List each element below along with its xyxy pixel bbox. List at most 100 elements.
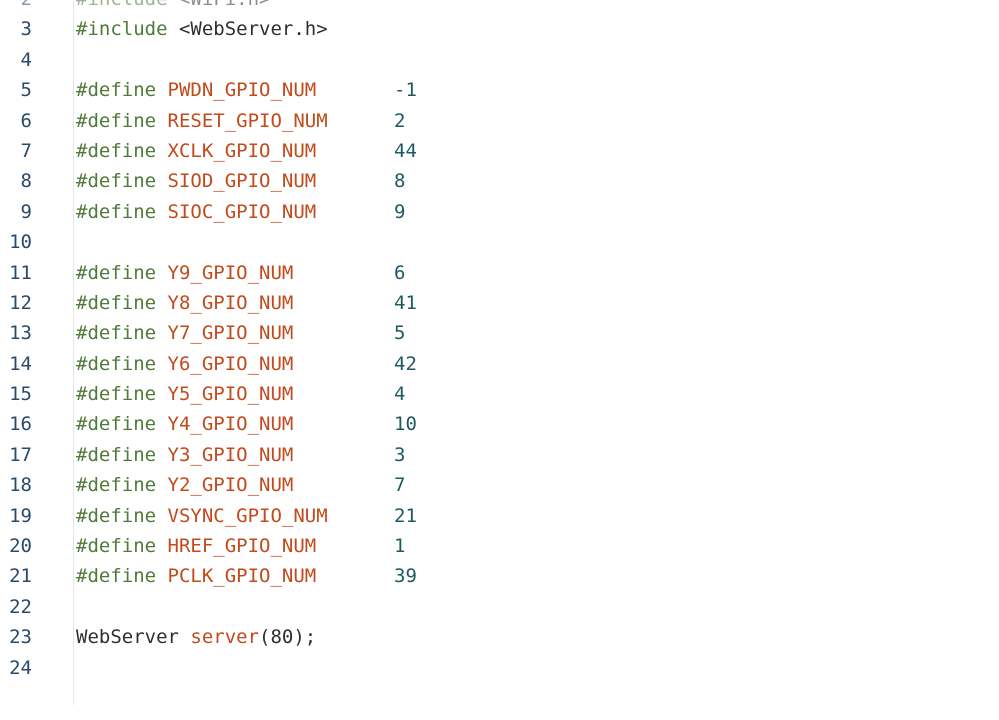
macro-name: HREF_GPIO_NUM (167, 535, 317, 558)
code-line[interactable]: 14 #define Y6_GPIO_NUM 42 (0, 349, 999, 379)
preprocessor-directive: #define (76, 504, 157, 527)
line-number: 10 (9, 231, 32, 254)
code-line[interactable]: 4 (0, 45, 999, 75)
macro-name: Y5_GPIO_NUM (167, 383, 294, 406)
preprocessor-directive: #define (76, 291, 157, 314)
preprocessor-directive: #include (76, 0, 168, 10)
macro-value: 5 (394, 322, 406, 345)
line-number: 11 (9, 261, 32, 284)
code-area[interactable]: 2 #include <WiFi.h> 3 #include <WebServer.h… (0, 0, 999, 683)
line-number: 22 (9, 595, 32, 618)
line-content: #define Y8_GPIO_NUM (76, 288, 293, 318)
preprocessor-directive: #define (76, 413, 157, 436)
preprocessor-directive: #define (76, 79, 157, 102)
macro-name: XCLK_GPIO_NUM (167, 139, 317, 162)
macro-value: 9 (394, 200, 406, 223)
code-line[interactable]: 2 #include <WiFi.h> (0, 0, 999, 14)
preprocessor-directive: #define (76, 535, 157, 558)
macro-value: 44 (394, 139, 417, 162)
line-number: 17 (9, 443, 32, 466)
preprocessor-directive: #define (76, 474, 157, 497)
line-number: 3 (20, 18, 32, 41)
line-number: 4 (20, 48, 32, 71)
line-number: 7 (20, 139, 32, 162)
line-number: 5 (20, 79, 32, 102)
include-header: <WiFi.h> (168, 0, 271, 10)
macro-name: Y3_GPIO_NUM (167, 443, 294, 466)
macro-name: Y7_GPIO_NUM (167, 322, 294, 345)
preprocessor-directive: #define (76, 352, 157, 375)
macro-name: Y6_GPIO_NUM (167, 352, 294, 375)
code-line[interactable]: 10 (0, 227, 999, 257)
macro-value: 42 (394, 352, 417, 375)
code-line[interactable]: 24 (0, 653, 999, 683)
code-line[interactable]: 19 #define VSYNC_GPIO_NUM 21 (0, 501, 999, 531)
macro-name: SIOD_GPIO_NUM (167, 170, 317, 193)
preprocessor-directive: #define (76, 139, 157, 162)
line-number: 23 (9, 626, 32, 649)
line-content: #include <WebServer.h> (76, 14, 328, 44)
macro-name: PCLK_GPIO_NUM (167, 565, 317, 588)
line-content: #define VSYNC_GPIO_NUM (76, 501, 328, 531)
macro-value: 39 (394, 565, 417, 588)
line-content: #define RESET_GPIO_NUM (76, 106, 328, 136)
line-number: 12 (9, 291, 32, 314)
line-number: 2 (0, 0, 32, 14)
code-line[interactable]: 6 #define RESET_GPIO_NUM 2 (0, 106, 999, 136)
line-number: 19 (9, 504, 32, 527)
line-number: 20 (9, 535, 32, 558)
line-number: 16 (9, 413, 32, 436)
line-number: 18 (9, 474, 32, 497)
preprocessor-directive: #define (76, 383, 157, 406)
code-line[interactable]: 7 #define XCLK_GPIO_NUM 44 (0, 136, 999, 166)
line-content: #define SIOC_GPIO_NUM (76, 197, 316, 227)
line-content: #define Y7_GPIO_NUM (76, 318, 293, 348)
preprocessor-directive: #define (76, 200, 157, 223)
line-number: 8 (20, 170, 32, 193)
code-line[interactable]: 5#define PWDN_GPIO_NUM-1 (0, 75, 999, 105)
code-line[interactable]: 9 #define SIOC_GPIO_NUM 9 (0, 197, 999, 227)
macro-name: Y4_GPIO_NUM (167, 413, 294, 436)
macro-value: 4 (394, 383, 406, 406)
line-content: #define Y2_GPIO_NUM (76, 470, 293, 500)
variable-name: server (190, 626, 260, 649)
code-line[interactable]: 22 (0, 592, 999, 622)
code-line[interactable]: 3 #include <WebServer.h> (0, 14, 999, 44)
line-content: #define Y6_GPIO_NUM (76, 349, 293, 379)
macro-value: 21 (394, 504, 417, 527)
macro-name: PWDN_GPIO_NUM (167, 79, 317, 102)
code-line[interactable]: 17 #define Y3_GPIO_NUM 3 (0, 440, 999, 470)
line-number: 15 (9, 383, 32, 406)
preprocessor-directive: #define (76, 565, 157, 588)
constructor-args: (80); (259, 626, 317, 649)
macro-name: RESET_GPIO_NUM (167, 109, 328, 132)
code-line[interactable]: 15 #define Y5_GPIO_NUM 4 (0, 379, 999, 409)
gutter-divider (73, 0, 74, 705)
macro-value: 6 (394, 261, 406, 284)
macro-name: Y9_GPIO_NUM (167, 261, 294, 284)
preprocessor-directive: #define (76, 322, 157, 345)
line-content: #define Y5_GPIO_NUM (76, 379, 293, 409)
line-number: 9 (20, 200, 32, 223)
line-number: 14 (9, 352, 32, 375)
macro-value: 2 (394, 109, 406, 132)
line-content: #define XCLK_GPIO_NUM (76, 136, 316, 166)
code-line[interactable]: 11 #define Y9_GPIO_NUM 6 (0, 258, 999, 288)
code-line[interactable]: 20 #define HREF_GPIO_NUM 1 (0, 531, 999, 561)
line-number: 6 (20, 109, 32, 132)
include-header: <WebServer.h> (167, 18, 328, 41)
line-content: #define Y3_GPIO_NUM (76, 440, 293, 470)
macro-value: 1 (394, 535, 406, 558)
macro-name: Y8_GPIO_NUM (167, 291, 294, 314)
line-content: #include <WiFi.h> (76, 0, 270, 14)
macro-value: 3 (394, 443, 406, 466)
preprocessor-directive: #define (76, 261, 157, 284)
